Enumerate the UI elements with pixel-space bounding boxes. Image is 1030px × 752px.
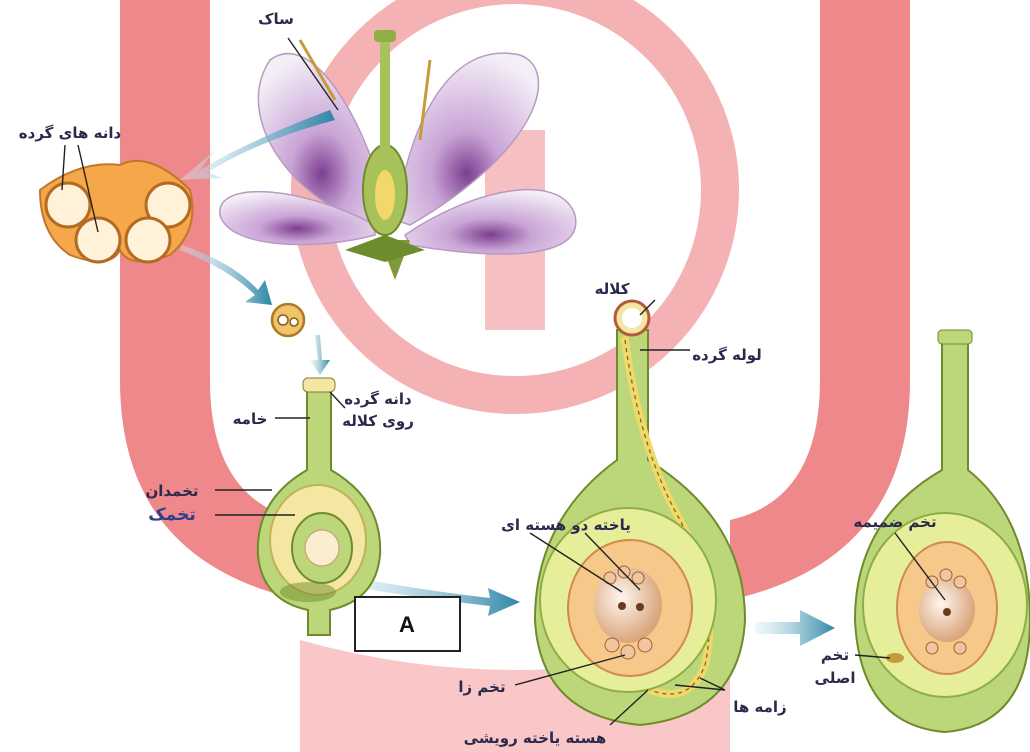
label-style: خامه bbox=[233, 410, 268, 428]
label-pollen-grains: دانه های گرده bbox=[19, 124, 122, 142]
label-pollen-tube: لوله گرده bbox=[692, 346, 762, 364]
label-egg-cell: تخم زا bbox=[458, 678, 505, 696]
label-main-egg-2: اصلی bbox=[815, 669, 856, 687]
label-pollen-on-stigma-1: دانه گرده bbox=[344, 390, 412, 408]
box-A-label: A bbox=[399, 612, 415, 637]
label-pollen-on-stigma-2: روی کلاله bbox=[342, 412, 414, 430]
label-endosperm-egg: تخم ضمیمه bbox=[853, 513, 936, 531]
label-vegetative-nucleus: هسته یاخته رویشی bbox=[464, 729, 607, 747]
label-ovary: تخمدان bbox=[145, 482, 198, 500]
label-ovule: تخمک bbox=[148, 505, 195, 525]
label-anther: ساک bbox=[258, 10, 294, 28]
label-stigma: کلاله bbox=[595, 280, 630, 298]
pollen-grain bbox=[272, 304, 304, 336]
label-main-egg-1: تخم bbox=[821, 646, 849, 664]
label-central-cell: یاخته دو هسته ای bbox=[501, 516, 631, 534]
label-sperms: زامه ها bbox=[733, 698, 786, 716]
box-A: A bbox=[355, 597, 460, 651]
ovary-stage-2 bbox=[535, 301, 745, 725]
